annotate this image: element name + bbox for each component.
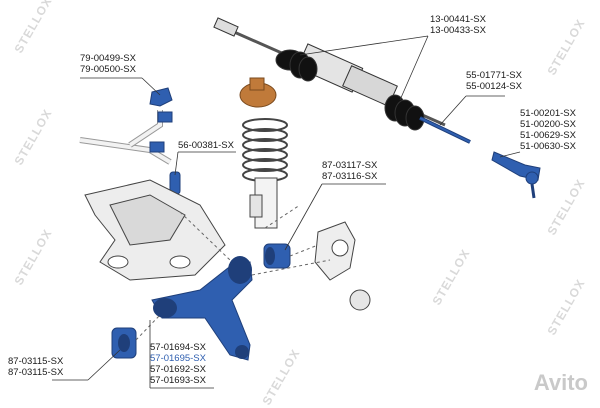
rack-boot-left: [275, 49, 318, 82]
label-line: 51-00630-SX: [520, 141, 576, 152]
label-line: 13-00433-SX: [430, 25, 486, 36]
steering-knuckle: [314, 221, 371, 311]
label-line: 55-00124-SX: [466, 81, 522, 92]
avito-watermark: Avito: [533, 370, 588, 395]
subframe: [84, 179, 226, 281]
label-line: 51-00200-SX: [520, 119, 576, 130]
label-line: 79-00499-SX: [80, 53, 136, 64]
subframe-bushing: [111, 327, 137, 359]
label-tie-rod-end: 51-00201-SX 51-00200-SX 51-00629-SX 51-0…: [520, 108, 576, 152]
label-line: 57-01693-SX: [150, 375, 206, 386]
label-line: 57-01694-SX: [150, 342, 206, 353]
label-line: 87-03117-SX: [322, 160, 378, 171]
tie-rod-end: [491, 151, 541, 199]
arm-rear-bushing: [263, 243, 291, 269]
label-line: 79-00500-SX: [80, 64, 136, 75]
stabilizer-bar: [79, 110, 172, 165]
label-line: 87-03115-SX: [8, 356, 64, 367]
label-line: 57-01692-SX: [150, 364, 206, 375]
assembly-guide-lines: [135, 204, 331, 341]
label-line: 13-00441-SX: [430, 14, 486, 25]
label-stabilizer-bushing: 79-00499-SX 79-00500-SX: [80, 53, 136, 75]
label-line: 87-03116-SX: [322, 171, 378, 182]
tie-rod: [419, 116, 471, 144]
label-line-highlighted: 57-01695-SX: [150, 353, 206, 364]
label-knuckle-bushing: 87-03117-SX 87-03116-SX: [322, 160, 377, 182]
label-subframe-bushing: 87-03115-SX 87-03115-SX: [8, 356, 63, 378]
leader-lines: [52, 35, 521, 389]
lower-control-arm: [151, 256, 253, 361]
label-line: 51-00201-SX: [520, 108, 576, 119]
label-line: 87-03115-SX: [8, 367, 64, 378]
label-line: 56-00381-SX: [178, 140, 234, 151]
stabilizer-bushing: [149, 87, 173, 153]
label-stabilizer-link: 56-00381-SX: [178, 140, 234, 151]
strut-assembly: [239, 77, 288, 229]
steering-rack: [213, 17, 446, 131]
label-tie-rod: 55-01771-SX 55-00124-SX: [466, 70, 522, 92]
label-steering-rack: 13-00441-SX 13-00433-SX: [430, 14, 486, 36]
label-line: 51-00629-SX: [520, 130, 576, 141]
label-control-arm: 57-01694-SX 57-01695-SX 57-01692-SX 57-0…: [150, 342, 206, 386]
rack-boot-right: [384, 94, 425, 131]
label-line: 55-01771-SX: [466, 70, 522, 81]
